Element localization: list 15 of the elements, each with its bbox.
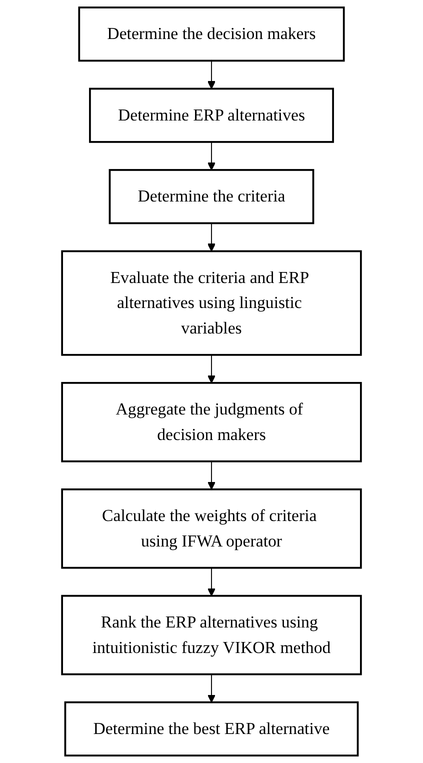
node-box: Aggregate the judgments of decision makers [61, 382, 362, 462]
arrow [207, 354, 216, 384]
node-box: Calculate the weights of criteria using IFWA operator [61, 488, 362, 569]
arrow [207, 674, 216, 703]
node-box: Determine ERP alternatives [89, 88, 334, 143]
node-box: Rank the ERP alternatives using intuitionistic fuzzy VIKOR method [61, 594, 362, 676]
arrow [207, 460, 216, 490]
node-box: Determine the best ERP alternative [64, 701, 359, 756]
arrow [207, 567, 216, 596]
node-box: Evaluate the criteria and ERP alternatives using linguistic variables [61, 250, 362, 356]
arrow [207, 222, 216, 252]
arrow [207, 141, 216, 170]
node-box: Determine the criteria [108, 169, 314, 224]
arrow [207, 60, 216, 90]
node-box: Determine the decision makers [78, 6, 345, 62]
